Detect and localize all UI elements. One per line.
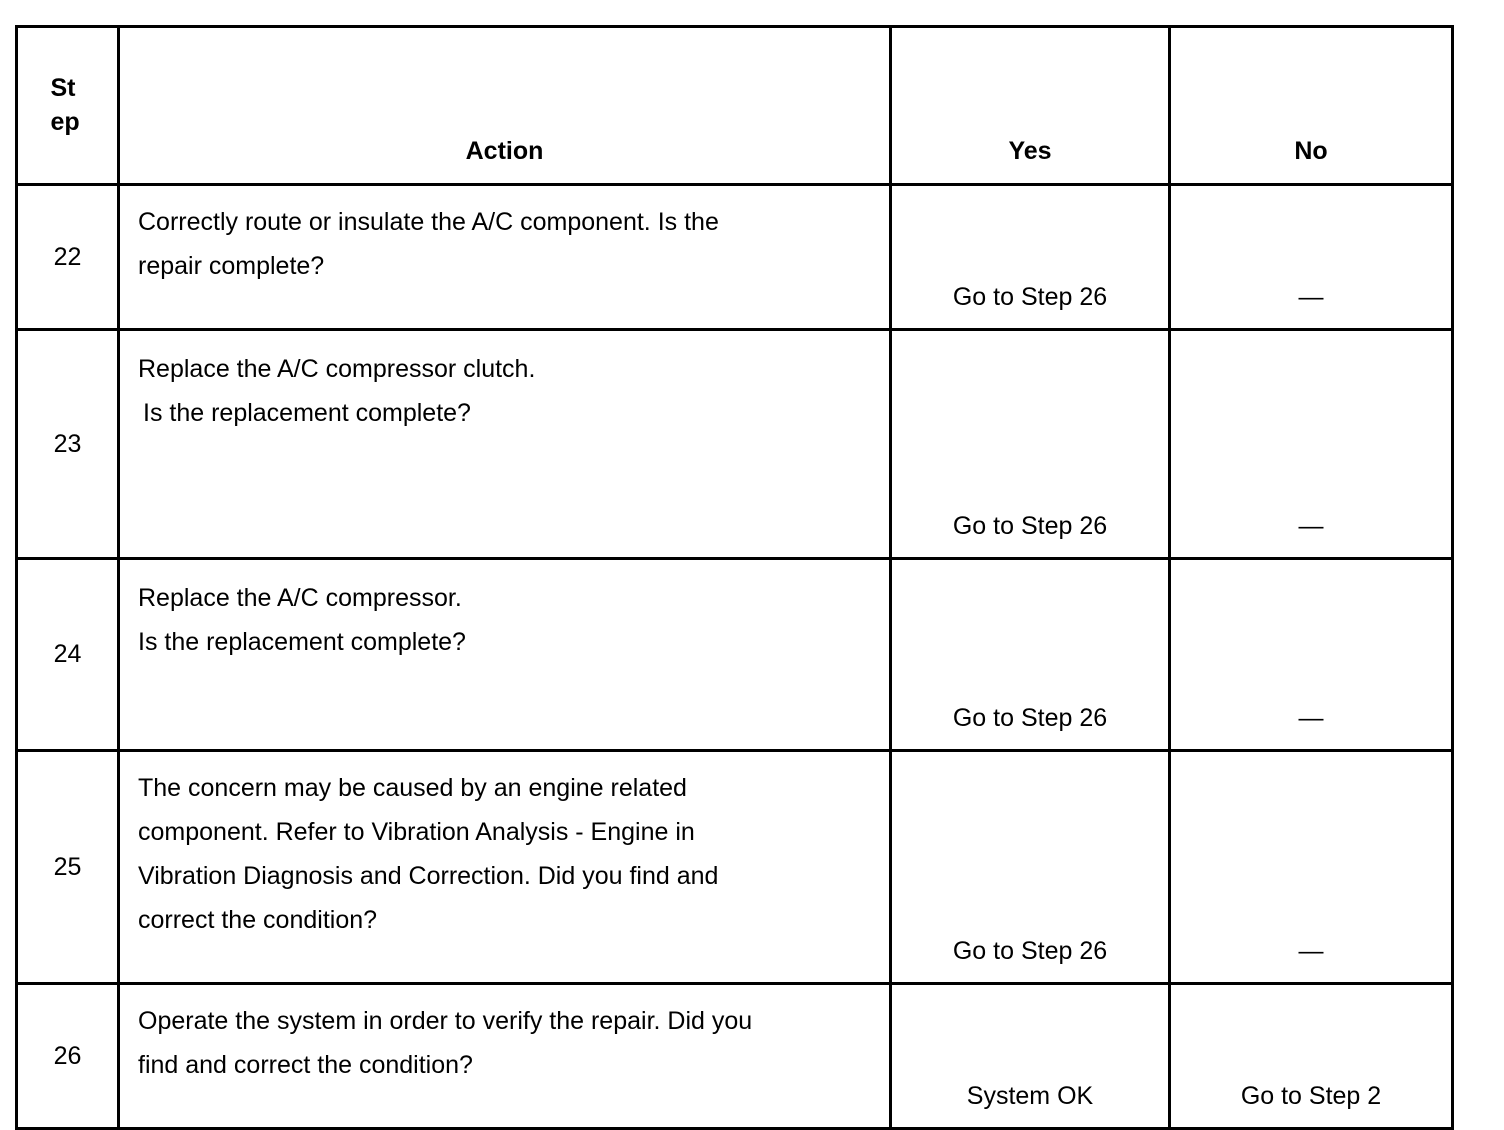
table-row: 22 Correctly route or insulate the A/C c… xyxy=(15,183,1454,331)
yes-result: Go to Step 26 xyxy=(889,328,1171,560)
column-header-yes: Yes xyxy=(889,25,1171,186)
table-row: 26 Operate the system in order to verify… xyxy=(15,982,1454,1130)
diagnostic-step-table: Step Action Yes No 22 Correctly route or… xyxy=(15,25,1454,1130)
yes-result: Go to Step 26 xyxy=(889,183,1171,331)
no-result: — xyxy=(1168,328,1454,560)
yes-result: Go to Step 26 xyxy=(889,557,1171,752)
step-number: 22 xyxy=(15,183,120,331)
no-result: — xyxy=(1168,557,1454,752)
action-line: find and correct the condition? xyxy=(138,1051,473,1079)
yes-result: System OK xyxy=(889,982,1171,1130)
action-line: Is the replacement complete? xyxy=(138,628,466,656)
action-line: Correctly route or insulate the A/C comp… xyxy=(138,208,719,236)
action-line: component. Refer to Vibration Analysis -… xyxy=(138,818,695,846)
step-action: Replace the A/C compressor. Is the repla… xyxy=(117,557,892,752)
action-line: repair complete? xyxy=(138,252,325,280)
column-header-no: No xyxy=(1168,25,1454,186)
step-number: 23 xyxy=(15,328,120,560)
table-row: 25 The concern may be caused by an engin… xyxy=(15,749,1454,985)
step-number: 25 xyxy=(15,749,120,985)
document-page: Step Action Yes No 22 Correctly route or… xyxy=(15,25,1454,1130)
step-number: 26 xyxy=(15,982,120,1130)
action-line: Is the replacement complete? xyxy=(143,399,471,427)
no-result: Go to Step 2 xyxy=(1168,982,1454,1130)
action-line: Vibration Diagnosis and Correction. Did … xyxy=(138,862,719,890)
column-header-action: Action xyxy=(117,25,892,186)
step-number: 24 xyxy=(15,557,120,752)
action-line: Replace the A/C compressor clutch. xyxy=(138,355,536,383)
column-header-step: Step xyxy=(15,25,120,186)
step-action: Replace the A/C compressor clutch. Is th… xyxy=(117,328,892,560)
yes-result: Go to Step 26 xyxy=(889,749,1171,985)
action-line: Operate the system in order to verify th… xyxy=(138,1007,753,1035)
table-row: 23 Replace the A/C compressor clutch. Is… xyxy=(15,328,1454,560)
action-line: The concern may be caused by an engine r… xyxy=(138,774,687,802)
table-header: Step Action Yes No xyxy=(15,25,1454,186)
action-line: Replace the A/C compressor. xyxy=(138,584,462,612)
action-line: correct the condition? xyxy=(138,906,378,934)
no-result: — xyxy=(1168,183,1454,331)
step-action: Correctly route or insulate the A/C comp… xyxy=(117,183,892,331)
table-row: 24 Replace the A/C compressor. Is the re… xyxy=(15,557,1454,752)
step-action: The concern may be caused by an engine r… xyxy=(117,749,892,985)
column-header-step-label: Step xyxy=(50,73,80,136)
step-action: Operate the system in order to verify th… xyxy=(117,982,892,1130)
no-result: — xyxy=(1168,749,1454,985)
table-header-row: Step Action Yes No xyxy=(15,25,1454,186)
table-body: 22 Correctly route or insulate the A/C c… xyxy=(15,183,1454,1130)
